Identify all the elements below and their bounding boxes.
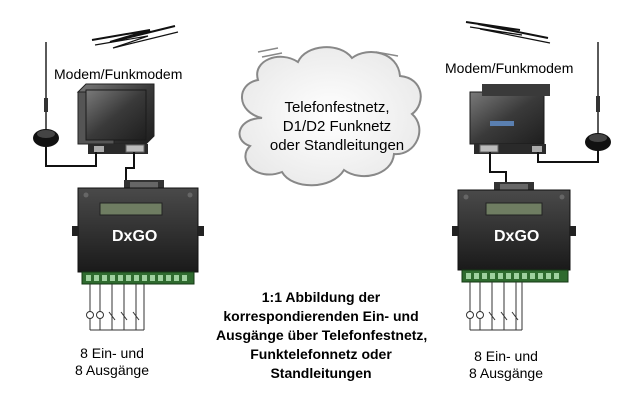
device-label-left: DxGO xyxy=(112,228,158,245)
modem-label-left: Modem/Funkmodem xyxy=(54,66,183,82)
io-label-right: 8 Ein- und 8 Ausgänge xyxy=(446,348,566,382)
diagram-caption: 1:1 Abbildung der korrespondierenden Ein… xyxy=(216,288,428,383)
wireless-signal-icon-left xyxy=(91,25,179,49)
device-label-right: DxGO xyxy=(494,228,540,245)
caption-line4: Funktelefonnetz oder xyxy=(250,346,392,362)
caption-line2: korrespondierenden Ein- und xyxy=(223,308,419,324)
modem-left xyxy=(76,83,155,154)
network-cloud-line2: D1/D2 Funknetz xyxy=(282,118,392,135)
network-cloud-line1: Telefonfestnetz, xyxy=(284,99,390,116)
io-wiring-right xyxy=(466,282,523,331)
cable-right xyxy=(489,146,599,188)
io-label-left: 8 Ein- und 8 Ausgänge xyxy=(52,345,172,379)
io-label-left-line1: 8 Ein- und xyxy=(80,345,144,361)
io-label-left-line2: 8 Ausgänge xyxy=(75,362,149,378)
io-terminals-left xyxy=(86,275,187,281)
io-terminals-right xyxy=(466,273,559,279)
antenna-left xyxy=(33,42,59,147)
io-label-right-line2: 8 Ausgänge xyxy=(469,365,543,381)
modem-right xyxy=(469,84,550,154)
caption-line3: Ausgänge über Telefonfestnetz, xyxy=(216,327,428,343)
caption-line1: 1:1 Abbildung der xyxy=(261,289,381,305)
network-cloud-text: Telefonfestnetz, D1/D2 Funknetz oder Sta… xyxy=(254,98,420,155)
wireless-signal-icon-cloud-left xyxy=(257,47,283,58)
cable-left xyxy=(45,142,135,186)
caption-line5: Standleitungen xyxy=(270,365,372,381)
network-cloud-line3: oder Standleitungen xyxy=(269,137,405,154)
wireless-signal-icon-right xyxy=(465,21,551,44)
antenna-right xyxy=(585,42,611,151)
network-cloud xyxy=(238,46,422,187)
io-wiring-left xyxy=(86,284,145,331)
modem-label-right: Modem/Funkmodem xyxy=(445,60,574,76)
io-label-right-line1: 8 Ein- und xyxy=(474,348,538,364)
